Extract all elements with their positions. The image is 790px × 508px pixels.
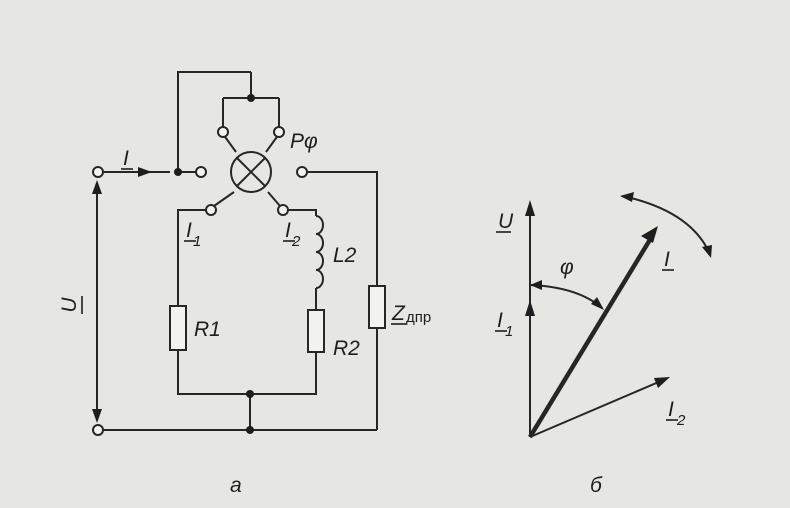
meter-output-wire: [307, 171, 378, 286]
meter-top-loop-wire: [177, 71, 251, 172]
meter-terminal-top-right: [273, 126, 285, 138]
angle-phi-arrowhead-left: [530, 280, 542, 290]
label-vector-U: U: [498, 210, 514, 233]
circuit-diagram: I U Pφ I 1 I 2 L2 R1 R2 Z дпр а: [58, 71, 431, 497]
label-vector-I: I: [664, 248, 670, 271]
phase-meter-symbol: [230, 151, 272, 193]
impedance-symbol: [368, 285, 386, 329]
vector-I2-arrowhead: [654, 377, 670, 388]
meter-lead-bottom-right: [267, 191, 281, 207]
meter-terminal-right: [296, 166, 308, 178]
label-current-I: I: [123, 147, 129, 170]
angle-phi-arrowhead-right: [591, 297, 604, 310]
vector-I2: [529, 380, 662, 438]
input-terminal-bottom: [92, 424, 104, 436]
resistor-R1-symbol: [169, 305, 187, 351]
caption-phasor: б: [590, 474, 603, 497]
rotation-arc: [626, 196, 710, 253]
vector-I: [528, 236, 653, 439]
label-current-I1: I: [186, 219, 192, 242]
label-current-I2: I: [285, 219, 291, 242]
junction-node-input: [174, 168, 182, 176]
caption-circuit: а: [230, 474, 242, 497]
branch-L2-top-wire: [283, 209, 317, 216]
label-current-I2-sub: 2: [291, 233, 301, 250]
resistor-R2-symbol: [307, 309, 325, 353]
meter-terminal-bottom-left: [205, 204, 217, 216]
label-phase-meter: Pφ: [290, 130, 318, 153]
junction-node-meter-top: [247, 94, 255, 102]
vector-I1-arrowhead: [525, 300, 535, 316]
vector-I-arrowhead: [641, 226, 658, 243]
label-inductor-L2: L2: [333, 244, 357, 267]
rotation-arrowhead-bottom: [702, 245, 712, 258]
label-vector-I2: I: [668, 398, 674, 421]
voltage-arrowhead-top: [92, 180, 102, 194]
voltage-arrowhead-bottom: [92, 409, 102, 423]
vector-U-arrowhead: [525, 200, 535, 216]
label-impedance-sub: дпр: [406, 309, 431, 326]
label-resistor-R1: R1: [194, 318, 221, 341]
label-vector-I1: I: [497, 309, 503, 332]
label-vector-I1-sub: 1: [505, 323, 513, 340]
current-arrowhead: [138, 167, 152, 177]
input-terminal-top: [92, 166, 104, 178]
label-impedance: Z: [391, 302, 406, 325]
label-vector-I2-sub: 2: [676, 412, 686, 429]
branch-R1-bottom-wire: [177, 350, 317, 395]
phasor-diagram: U φ I I 1 I 2 б: [495, 192, 712, 497]
label-voltage-U: U: [58, 297, 81, 313]
label-angle-phi: φ: [560, 256, 574, 279]
label-resistor-R2: R2: [333, 337, 360, 360]
branch-R1-wire: [177, 209, 211, 306]
meter-terminal-left: [195, 166, 207, 178]
junction-node-return: [246, 426, 254, 434]
meter-lead-bottom-left: [213, 191, 235, 207]
junction-node-branches: [246, 390, 254, 398]
meter-terminal-top-left: [217, 126, 229, 138]
phase-meter-cross: [236, 157, 266, 187]
label-current-I1-sub: 1: [193, 233, 201, 250]
meter-terminal-bottom-right: [277, 204, 289, 216]
inductor-L2-coil: [315, 215, 324, 289]
rotation-arrowhead-top: [620, 192, 634, 202]
